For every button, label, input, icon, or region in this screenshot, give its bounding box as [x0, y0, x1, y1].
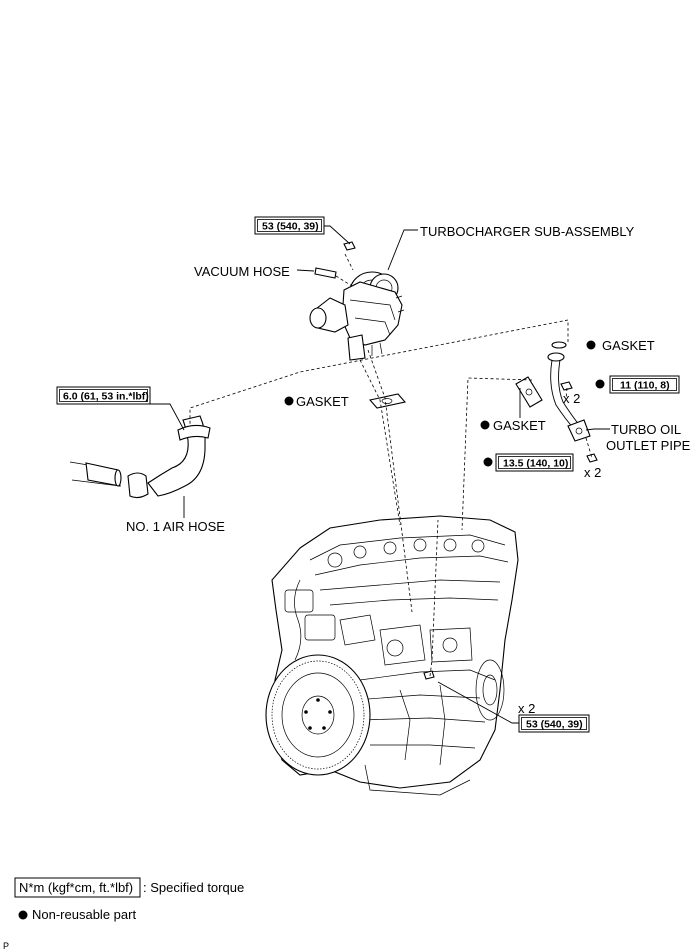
- non-reusable-dot-icon: [18, 910, 28, 920]
- svg-text:11 (110, 8): 11 (110, 8): [620, 380, 670, 392]
- label-gasket-center: GASKET: [296, 394, 349, 409]
- svg-text:53 (540, 39): 53 (540, 39): [526, 719, 583, 731]
- corner-mark: P: [3, 941, 9, 951]
- legend-torque: N*m (kgf*cm, ft.*lbf) : Specified torque: [14, 877, 244, 898]
- svg-text:13.5 (140, 10): 13.5 (140, 10): [503, 458, 568, 470]
- gasket-top-right: [551, 341, 567, 349]
- qty-x2-middle: x 2: [584, 465, 601, 480]
- turbocharger-sub-assembly: [309, 271, 405, 361]
- svg-text:53 (540, 39): 53 (540, 39): [262, 221, 319, 233]
- svg-text:6.0 (61, 53 in.*lbf): 6.0 (61, 53 in.*lbf): [63, 391, 149, 403]
- turbo-oil-outlet-pipe: [547, 352, 591, 442]
- pipe-nut: [586, 453, 598, 463]
- qty-x2-lower: x 2: [518, 701, 535, 716]
- non-reusable-dot-icon: [480, 420, 490, 430]
- turbo-nut: [343, 241, 356, 251]
- torque-box-air-hose-clamp: 6.0 (61, 53 in.*lbf): [56, 386, 151, 405]
- label-turbo-oil-outlet-pipe-2: OUTLET PIPE: [606, 438, 691, 453]
- torque-box-pipe-bolt: 11 (110, 8): [609, 375, 680, 394]
- torque-box-engine-bolt: 53 (540, 39): [518, 714, 590, 733]
- gasket-center: [368, 393, 407, 409]
- non-reusable-dot-icon: [284, 396, 294, 406]
- torque-box-turbo-nut: 53 (540, 39): [254, 216, 325, 235]
- gasket-right: [515, 376, 543, 408]
- legend-non-reusable: Non-reusable part: [18, 907, 136, 922]
- label-turbocharger: TURBOCHARGER SUB-ASSEMBLY: [420, 224, 635, 239]
- non-reusable-dot-icon: [483, 457, 493, 467]
- pipe-bolt: [560, 381, 573, 391]
- air-hose-clamp-upper: [177, 424, 211, 441]
- legend-torque-unit: N*m (kgf*cm, ft.*lbf): [19, 880, 133, 895]
- non-reusable-dot-icon: [595, 379, 605, 389]
- torque-box-pipe-nut: 13.5 (140, 10): [495, 453, 574, 472]
- label-no1-air-hose: NO. 1 AIR HOSE: [126, 519, 225, 534]
- non-reusable-dot-icon: [586, 340, 596, 350]
- vacuum-hose: [314, 267, 337, 279]
- legend-non-reusable-text: Non-reusable part: [32, 907, 136, 922]
- label-vacuum-hose: VACUUM HOSE: [194, 264, 290, 279]
- air-hose-clamp-lower: [127, 472, 149, 499]
- label-gasket-top-right: GASKET: [602, 338, 655, 353]
- label-gasket-right: GASKET: [493, 418, 546, 433]
- legend-torque-desc: : Specified torque: [143, 880, 244, 895]
- engine-assembly: [265, 515, 519, 796]
- qty-x2-upper: x 2: [563, 391, 580, 406]
- label-turbo-oil-outlet-pipe-1: TURBO OIL: [611, 422, 681, 437]
